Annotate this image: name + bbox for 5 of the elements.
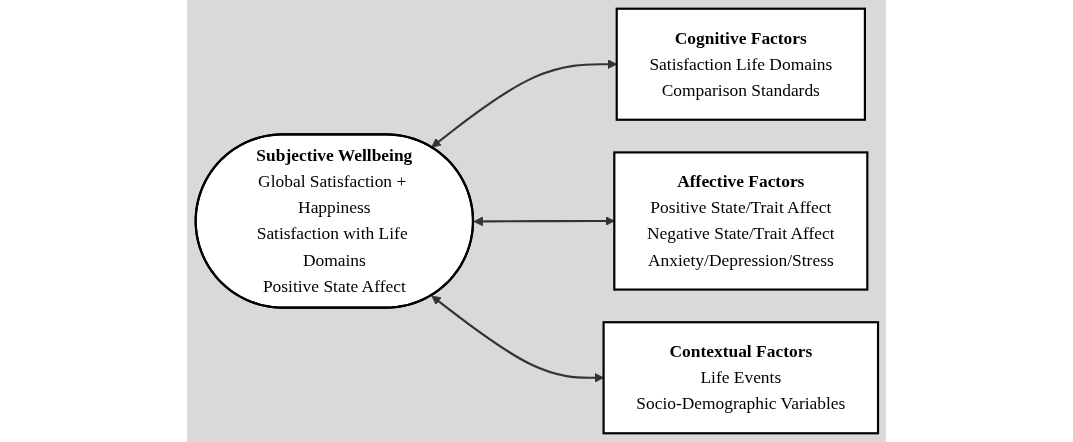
- arrow: [430, 295, 604, 383]
- node-box: Affective Factors Positive State/Trait Affect Negative State/Trait Affect Anxiety/Depression/Stress: [612, 151, 869, 291]
- arrow: [430, 59, 617, 148]
- node-box: Cognitive Factors Satisfaction Life Domains Comparison Standards: [615, 7, 866, 121]
- node-box: Contextual Factors Life Events Socio-Demographic Variables: [602, 321, 879, 435]
